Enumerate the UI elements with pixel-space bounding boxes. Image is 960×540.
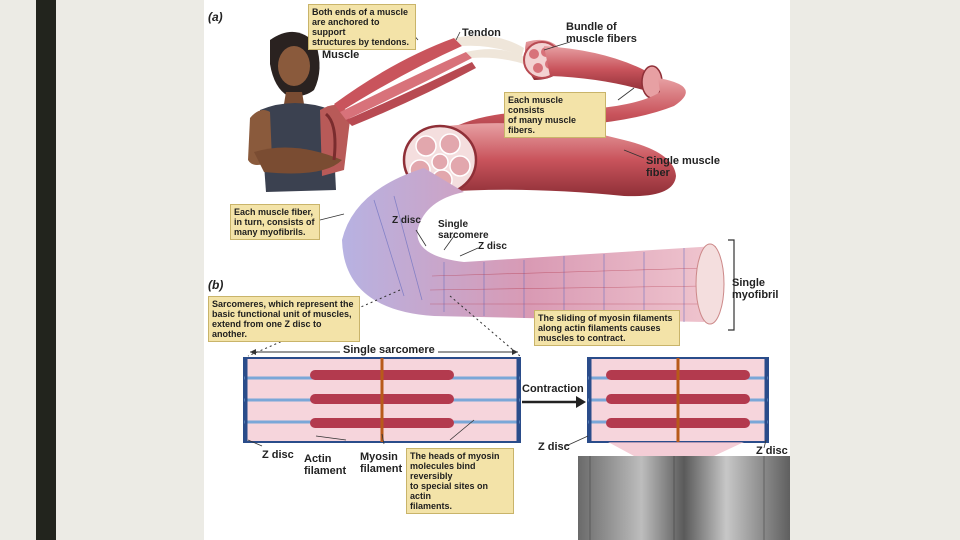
slide-side-bar — [36, 0, 56, 540]
contracted-sarcomere — [587, 357, 769, 443]
person-figure — [248, 31, 350, 192]
label-myosin-filament: Myosin filament — [360, 451, 403, 475]
relaxed-sarcomere — [243, 357, 521, 443]
leader-lines — [247, 25, 767, 449]
callout-sarcomeres: Sarcomeres, which represent the basic fu… — [208, 296, 360, 343]
label-z-disc-right1: Z disc — [538, 441, 570, 453]
part-b-label: (b) — [208, 278, 224, 292]
callout-anchored: Both ends of a muscle are anchored to su… — [308, 4, 416, 51]
label-muscle: Muscle — [322, 49, 360, 61]
label-contraction: Contraction — [522, 383, 584, 395]
label-z-disc-mid: Z disc — [478, 241, 507, 252]
myofibril-tube — [342, 168, 725, 325]
label-actin-filament: Actin filament — [304, 453, 347, 477]
label-single-myofibril: Single myofibril — [732, 277, 779, 301]
electron-micrograph — [578, 442, 790, 540]
label-z-disc-left: Z disc — [262, 449, 294, 461]
callout-myofibrils: Each muscle fiber, in turn, consists of … — [230, 204, 320, 241]
zoom-line-right — [449, 295, 521, 357]
myofibril-bracket — [728, 239, 735, 331]
label-z-disc-right2: Z disc — [756, 445, 788, 457]
label-z-disc-top: Z disc — [392, 215, 421, 226]
label-single-sarcomere-bar: Single sarcomere — [340, 344, 438, 357]
label-tendon: Tendon — [462, 27, 501, 39]
callout-myosin-heads: The heads of myosin molecules bind rever… — [406, 448, 514, 515]
figure-panel: (a) (b) Both ends of a muscle are anchor… — [204, 0, 790, 540]
label-single-muscle-fiber: Single muscle fiber — [646, 155, 720, 179]
part-a-label: (a) — [208, 10, 223, 24]
callout-many-fibers: Each muscle consists of many muscle fibe… — [504, 92, 606, 139]
callout-sliding: The sliding of myosin filaments along ac… — [534, 310, 680, 347]
label-bundle-of-fibers: Bundle of muscle fibers — [566, 21, 637, 45]
label-single-sarcomere-top: Single sarcomere — [438, 219, 489, 241]
